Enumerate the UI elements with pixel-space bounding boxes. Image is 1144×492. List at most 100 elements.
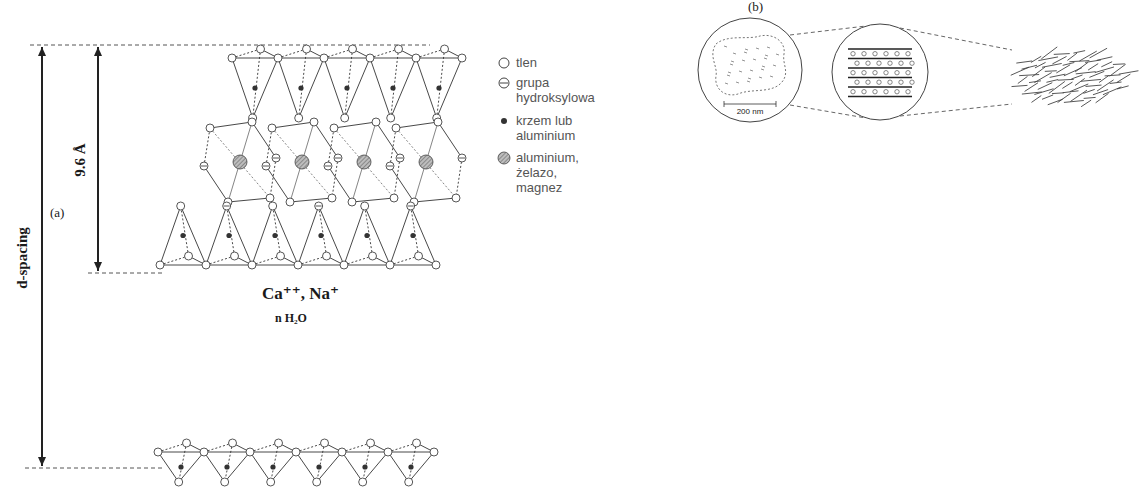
clay-flake: [1016, 61, 1032, 63]
bond-line: [345, 58, 370, 118]
bond-line: [227, 206, 235, 256]
bond-line: [266, 166, 290, 202]
interlayer-cation: [866, 61, 870, 65]
oxygen-atom: [274, 54, 282, 62]
bond-line: [253, 49, 261, 118]
interlayer-cation: [877, 61, 881, 65]
particle-texture: [736, 82, 739, 83]
silicate-layer: [848, 96, 912, 98]
scale-bar: [724, 101, 725, 107]
oxygen-atom: [413, 439, 421, 447]
clay-flake: [1041, 47, 1057, 59]
bond-line: [344, 206, 365, 265]
interlayer-cation: [851, 71, 855, 75]
particle-texture: [773, 65, 776, 66]
bond-line: [298, 206, 319, 265]
silicate-layer: [848, 58, 912, 60]
bond-line: [390, 166, 414, 202]
oxygen-atom: [321, 439, 329, 447]
bond-line: [334, 128, 394, 198]
bond-line: [271, 443, 279, 482]
oxygen-atom: [372, 118, 380, 126]
particle-texture: [753, 59, 756, 60]
bond-line: [204, 128, 210, 166]
bond-line: [388, 452, 409, 482]
clay-particle: [713, 35, 786, 94]
bond-line: [273, 206, 298, 265]
oxygen-atom: [268, 124, 276, 132]
clay-flake: [1031, 56, 1041, 62]
clay-flake: [1052, 92, 1064, 94]
hydroxyl-atom: [200, 162, 208, 170]
octahedral-cation: [419, 155, 433, 169]
hydroxyl-atom: [396, 154, 404, 162]
dimension-label: d-spacing: [14, 227, 31, 289]
bond-line: [250, 443, 279, 452]
bond-line: [416, 58, 462, 59]
particle-texture: [767, 47, 770, 48]
interlayer-cation: [895, 71, 899, 75]
silicon-symbol: [501, 118, 507, 124]
bond-line: [224, 206, 230, 207]
bond-line: [409, 452, 434, 482]
oxygen-atom: [367, 439, 375, 447]
bond-line: [317, 443, 325, 482]
bond-line: [158, 452, 204, 453]
interlayer-cation: [888, 61, 892, 65]
bond-line: [390, 265, 436, 266]
octahedral-cation: [233, 155, 247, 169]
bond-line: [201, 166, 207, 167]
bond-line: [352, 198, 394, 202]
bond-line: [252, 265, 298, 266]
legend-text: krzem lub aluminium: [516, 113, 616, 143]
clay-flake: [1062, 82, 1072, 88]
bond-line: [411, 206, 436, 265]
particle-texture: [733, 53, 736, 54]
zoom-circle: [832, 24, 928, 120]
bond-line: [204, 443, 233, 452]
interlayer-cation: [877, 80, 881, 84]
bond-line: [396, 122, 438, 128]
bond-line: [316, 206, 322, 207]
bond-line: [344, 256, 373, 265]
silicon-atom: [270, 464, 275, 469]
dimension-arrow: [41, 47, 43, 466]
oxygen-atom: [303, 45, 311, 53]
particle-texture: [756, 48, 759, 49]
bond-line: [206, 206, 227, 265]
silicon-atom: [180, 233, 185, 238]
clay-flake: [1079, 51, 1096, 61]
bond-line: [342, 443, 371, 452]
interlayer-cation: [884, 52, 888, 56]
oxygen-atom: [349, 45, 357, 53]
silicon-atom: [226, 233, 231, 238]
bond-line: [324, 58, 345, 118]
panel-label: (a): [50, 206, 64, 220]
clay-flake: [1097, 57, 1113, 61]
interlayer-cation: [873, 71, 877, 75]
bond-line: [232, 58, 253, 118]
oxygen-atom: [390, 194, 398, 202]
particle-texture: [731, 61, 734, 62]
clay-flake: [1093, 90, 1108, 95]
oxygen-atom: [266, 194, 274, 202]
bond-line: [228, 122, 252, 202]
oxygen-atom: [177, 202, 185, 210]
clay-flake: [1070, 84, 1088, 92]
particle-texture: [770, 76, 773, 77]
clay-flake: [1110, 64, 1126, 76]
clay-flake: [1096, 93, 1109, 102]
bond-line: [324, 58, 370, 59]
bond-line: [210, 122, 252, 128]
bond-line: [299, 58, 324, 118]
particle-texture: [728, 72, 731, 73]
interlayer-cation: [910, 80, 914, 84]
oxygen-atom: [295, 114, 303, 122]
bond-line: [376, 122, 400, 158]
interlayer-cation: [873, 52, 877, 56]
dashed-guide: [88, 273, 165, 274]
oxygen-atom: [185, 252, 193, 260]
oxygen-atom: [175, 478, 183, 486]
particle-texture: [750, 70, 753, 71]
